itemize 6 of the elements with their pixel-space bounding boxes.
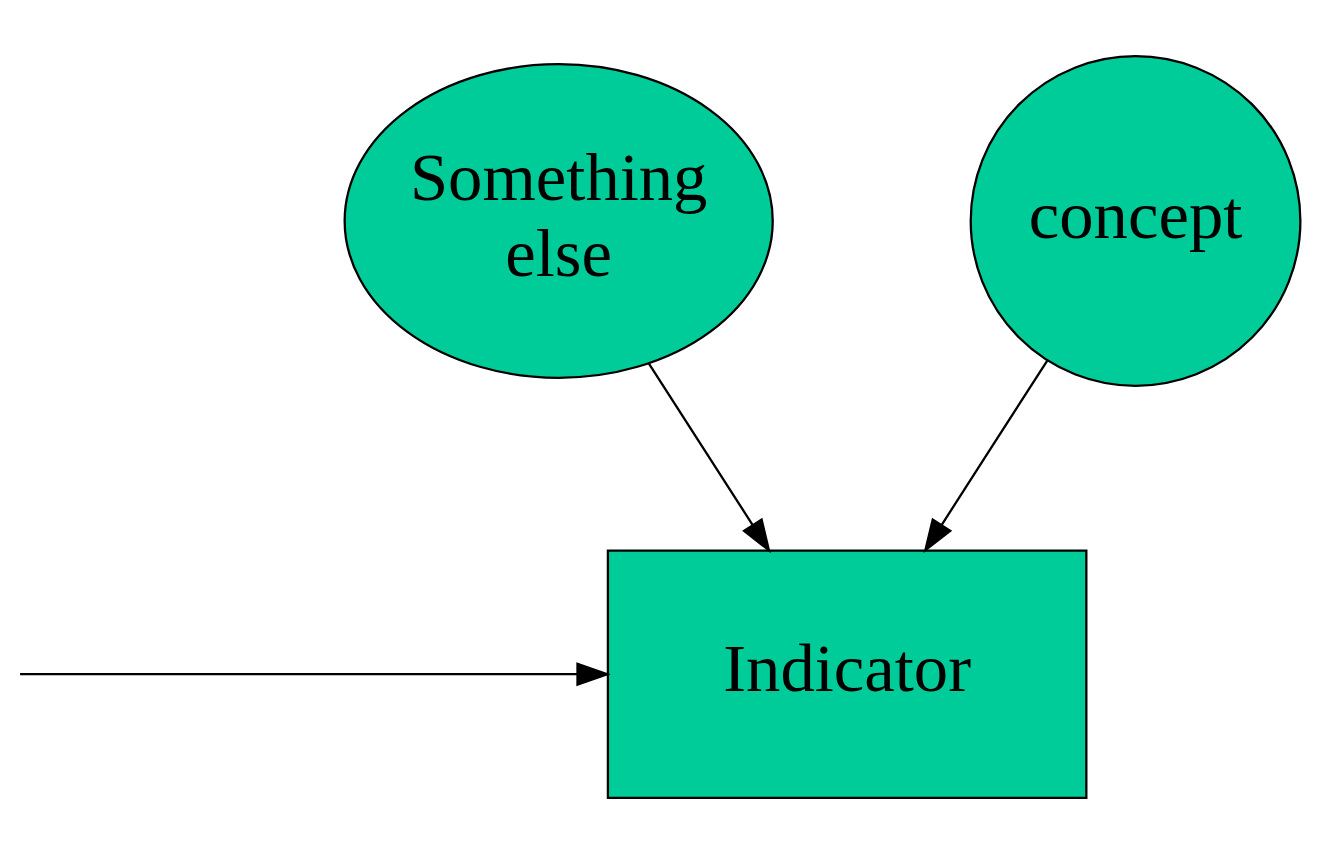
arrow <box>647 362 771 553</box>
node-ellipse: Something else <box>343 62 774 379</box>
arrow <box>20 661 611 686</box>
node-box: Indicator <box>606 548 1088 799</box>
node-circle: concept <box>969 54 1302 387</box>
arrow <box>923 359 1049 553</box>
